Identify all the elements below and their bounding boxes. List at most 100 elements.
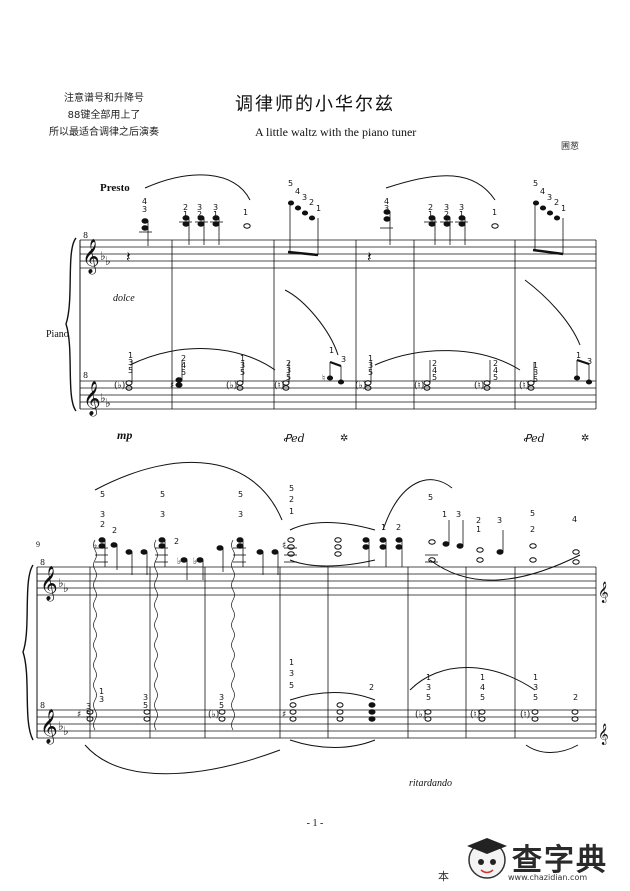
svg-text:2: 2 bbox=[432, 359, 437, 368]
svg-text:1: 1 bbox=[492, 208, 497, 217]
svg-text:♯: ♯ bbox=[77, 710, 81, 720]
system-2 bbox=[22, 462, 597, 775]
svg-text:5: 5 bbox=[289, 484, 294, 493]
svg-text:𝄞: 𝄞 bbox=[598, 582, 609, 603]
performance-note: 注意谱号和升降号 88键全部用上了 所以最适合调律之后演奏 bbox=[44, 90, 164, 141]
svg-text:1: 1 bbox=[289, 658, 294, 667]
svg-text:5: 5 bbox=[288, 179, 293, 188]
page-number: - 1 - bbox=[306, 818, 324, 829]
svg-text:3: 3 bbox=[99, 695, 104, 704]
svg-text:1: 1 bbox=[128, 351, 133, 360]
svg-text:(♭): (♭) bbox=[355, 380, 366, 391]
svg-text:5: 5 bbox=[286, 373, 291, 382]
svg-text:𝄽: 𝄽 bbox=[126, 248, 131, 266]
svg-text:4: 4 bbox=[540, 187, 545, 196]
fingering-lower-1: 135 245 135 235 13 135 245 245 135 13 bbox=[128, 346, 592, 384]
svg-text:2: 2 bbox=[428, 203, 433, 212]
page-title: 调律师的小华尔兹 bbox=[235, 94, 395, 115]
svg-text:5: 5 bbox=[533, 179, 538, 188]
svg-text:(♭): (♭) bbox=[208, 709, 219, 720]
svg-text:3: 3 bbox=[533, 368, 538, 377]
svg-text:𝄽: 𝄽 bbox=[367, 248, 372, 266]
svg-text:1: 1 bbox=[426, 673, 431, 682]
svg-text:5: 5 bbox=[426, 693, 431, 702]
svg-text:3: 3 bbox=[240, 361, 245, 370]
svg-text:3: 3 bbox=[128, 358, 133, 367]
accidentals-lower-1: (♭) ♯ (♭) (♮) ♮ (♭) (♮) (♮) (♮) bbox=[114, 374, 529, 391]
clefs-1: 𝄞 𝄞 8 8 ♭ ♭ ♭ ♭ 𝄽 𝄽 bbox=[82, 231, 372, 417]
svg-text:5: 5 bbox=[181, 368, 186, 377]
measure-number: 9 bbox=[36, 540, 40, 549]
svg-text:1: 1 bbox=[476, 525, 481, 534]
svg-text:(♭): (♭) bbox=[415, 709, 426, 720]
svg-text:2: 2 bbox=[396, 523, 401, 532]
svg-text:3: 3 bbox=[197, 203, 202, 212]
svg-text:4: 4 bbox=[295, 187, 300, 196]
svg-text:♭: ♭ bbox=[193, 557, 197, 567]
watermark-logo-icon bbox=[467, 838, 507, 879]
instrument-label: Piano bbox=[46, 329, 69, 340]
svg-text:1: 1 bbox=[428, 210, 433, 219]
svg-text:2: 2 bbox=[112, 526, 117, 535]
svg-text:𝄞: 𝄞 bbox=[598, 724, 609, 745]
svg-text:♭: ♭ bbox=[100, 391, 106, 405]
svg-text:8: 8 bbox=[40, 558, 45, 567]
treble-clef-icon: 𝄞 bbox=[82, 239, 100, 275]
svg-text:♯: ♯ bbox=[282, 710, 286, 720]
staff-bass-1 bbox=[80, 380, 596, 410]
svg-text:1: 1 bbox=[368, 354, 373, 363]
staff-treble-1 bbox=[80, 239, 596, 269]
svg-text:3: 3 bbox=[384, 204, 389, 213]
pedal-mark-2: Ꝓed bbox=[523, 432, 545, 445]
svg-text:3: 3 bbox=[143, 693, 148, 702]
svg-text:♭: ♭ bbox=[93, 541, 97, 551]
svg-text:4: 4 bbox=[384, 197, 389, 206]
svg-text:3: 3 bbox=[368, 361, 373, 370]
svg-text:2: 2 bbox=[286, 359, 291, 368]
notes-upper-2 bbox=[95, 520, 580, 580]
svg-text:(♭): (♭) bbox=[114, 380, 125, 391]
svg-text:♯: ♯ bbox=[282, 541, 286, 551]
dynamic-dolce: dolce bbox=[113, 293, 135, 304]
watermark-site-name: 查字典 bbox=[512, 843, 608, 878]
watermark-url: www.chazidian.com bbox=[508, 873, 588, 882]
svg-text:♭: ♭ bbox=[58, 719, 64, 733]
treble-clef-icon-lower: 𝄞 bbox=[83, 381, 101, 417]
dynamic-mp: mp bbox=[117, 428, 133, 442]
fingering-upper-1: 43 21 32 31 1 54 32 1 43 21 32 31 1 54 3… bbox=[142, 179, 566, 219]
svg-text:(♮): (♮) bbox=[414, 380, 424, 391]
svg-text:(♮): (♮) bbox=[474, 380, 484, 391]
svg-text:5: 5 bbox=[238, 490, 243, 499]
svg-text:5: 5 bbox=[160, 490, 165, 499]
svg-text:(♭): (♭) bbox=[226, 380, 237, 391]
svg-text:1: 1 bbox=[289, 507, 294, 516]
svg-text:1: 1 bbox=[183, 210, 188, 219]
svg-text:3: 3 bbox=[238, 510, 243, 519]
svg-text:1: 1 bbox=[99, 687, 104, 696]
svg-text:2: 2 bbox=[100, 520, 105, 529]
svg-text:2: 2 bbox=[289, 495, 294, 504]
svg-text:1: 1 bbox=[243, 208, 248, 217]
svg-text:5: 5 bbox=[289, 681, 294, 690]
svg-text:5: 5 bbox=[368, 368, 373, 377]
svg-text:5: 5 bbox=[533, 375, 538, 384]
svg-text:1: 1 bbox=[480, 673, 485, 682]
svg-text:3: 3 bbox=[286, 366, 291, 375]
svg-text:♯: ♯ bbox=[170, 381, 174, 391]
svg-text:♭: ♭ bbox=[105, 254, 111, 268]
pedal-mark-1: Ꝓed bbox=[283, 432, 305, 445]
svg-text:5: 5 bbox=[143, 701, 148, 710]
staff-treble-2 bbox=[37, 566, 596, 596]
svg-text:4: 4 bbox=[493, 366, 498, 375]
svg-text:5: 5 bbox=[128, 366, 133, 375]
svg-text:5: 5 bbox=[530, 509, 535, 518]
svg-text:3: 3 bbox=[456, 510, 461, 519]
notes-lower-1 bbox=[125, 360, 593, 391]
svg-text:5: 5 bbox=[533, 693, 538, 702]
svg-text:3: 3 bbox=[547, 193, 552, 202]
brace-2 bbox=[22, 564, 34, 741]
svg-text:1: 1 bbox=[533, 361, 538, 370]
svg-text:1: 1 bbox=[329, 346, 334, 355]
ritardando-marking: ritardando bbox=[409, 778, 452, 789]
